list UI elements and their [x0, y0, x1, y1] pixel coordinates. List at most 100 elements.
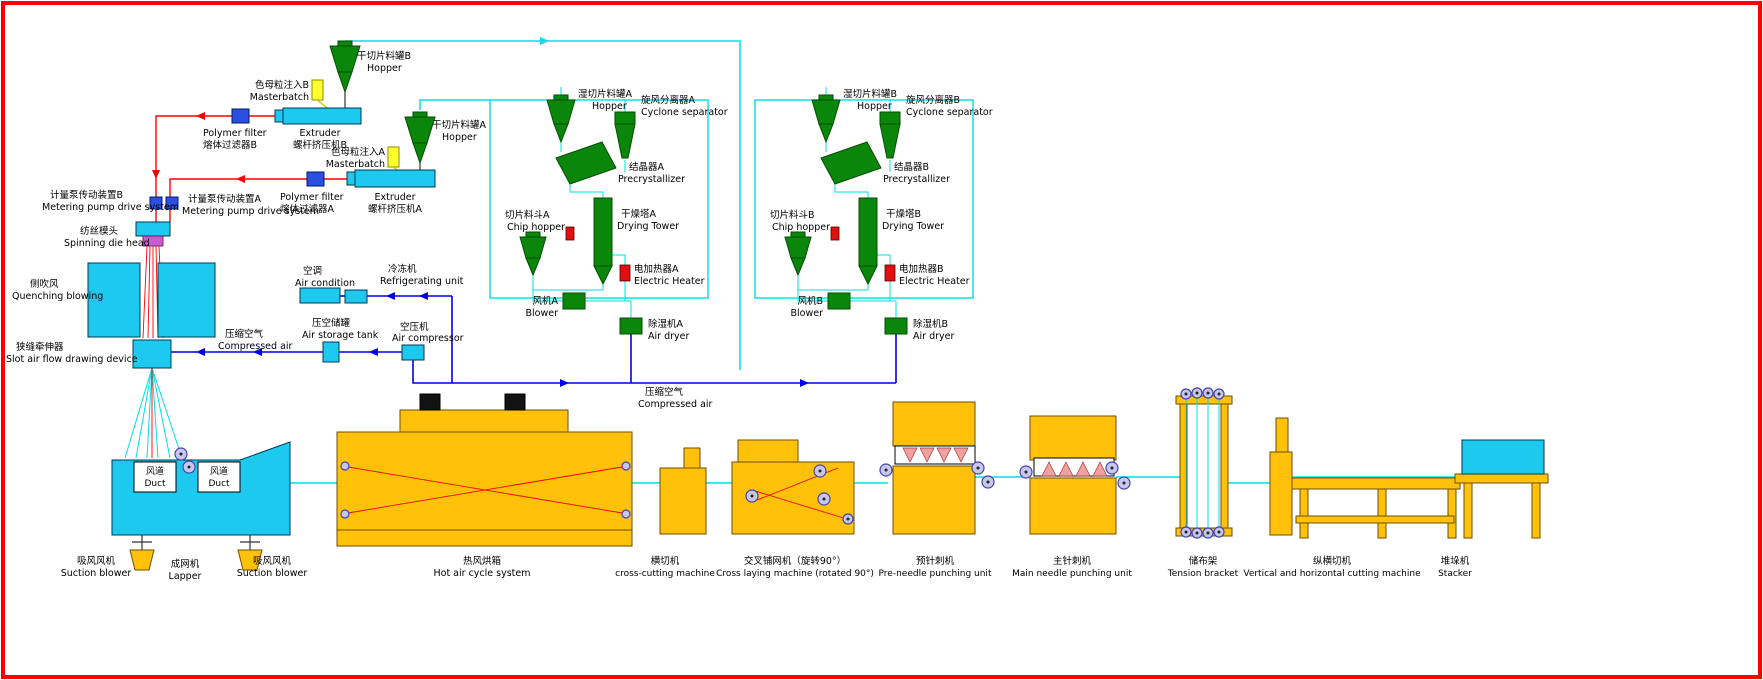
- precrystallizer-b-label-en: Precrystallizer: [883, 174, 950, 185]
- air-compressor: [401, 344, 425, 361]
- air-condition-label-en: Air condition: [295, 278, 355, 289]
- spinning-die-head-label-en: Spinning die head: [64, 238, 150, 249]
- flow-arrow: [253, 348, 262, 356]
- slot-drawing-label-zh: 狭缝牵伸器: [16, 341, 64, 353]
- flow-arrow: [560, 379, 569, 387]
- hopper-wet-a-label-zh: 湿切片料罐A: [578, 88, 633, 100]
- blower-a: [562, 292, 586, 310]
- polymer-filter-b: [231, 108, 250, 124]
- flow-arrow: [196, 348, 205, 356]
- cross-cutting-label-zh: 横切机: [651, 555, 680, 567]
- duct-left-box: [133, 461, 177, 493]
- system-b-enclosure: [754, 99, 974, 299]
- tension-bracket-label-en: Tension bracket: [1167, 569, 1239, 579]
- web-path-line: [290, 476, 1462, 484]
- air-dryer-b: [884, 317, 908, 335]
- crystallizing-system-b: [754, 94, 974, 335]
- flow-arrow: [386, 292, 395, 300]
- flow-arrow: [196, 112, 205, 120]
- oven-body: [336, 431, 633, 531]
- cutting-machine: [1269, 417, 1461, 539]
- drying-tower-a-label-zh: 干燥塔A: [621, 208, 657, 220]
- air-dryer-a-label-en: Air dryer: [648, 331, 689, 342]
- cyclone-separator-a: [614, 111, 636, 159]
- main-needle-punching-unit: [1019, 415, 1131, 535]
- suction-blower-left-unit: [129, 549, 155, 571]
- drying-tower-b: [858, 197, 878, 286]
- air-compressor-label-zh: 空压机: [400, 321, 429, 333]
- compressed-air-left-label-zh: 压缩空气: [225, 328, 264, 340]
- electric-heater-b: [884, 264, 896, 282]
- air-dryer-b-label-en: Air dryer: [913, 331, 954, 342]
- cutting-machine-label-en: Vertical and horizontal cutting machine: [1243, 569, 1421, 579]
- precrystallizer-b-label-zh: 结晶器B: [894, 161, 929, 173]
- slot-drawing-label-en: Slot air flow drawing device: [6, 354, 138, 365]
- polymer-filter-a-label-en: Polymer filter: [280, 192, 344, 203]
- valve-a: [565, 226, 575, 241]
- air-storage-tank: [322, 341, 340, 363]
- suction-blower-right-label-en: Suction blower: [237, 568, 308, 579]
- cross-cutting-label-en: cross-cutting machine: [615, 569, 715, 579]
- chip-hopper-b: [784, 231, 812, 277]
- suction-blower-right-unit: [237, 549, 263, 571]
- compressed-air-left-label-en: Compressed air: [218, 341, 293, 352]
- spinning-die-head-label-zh: 纺丝模头: [80, 225, 118, 237]
- hopper-cone: [412, 142, 428, 165]
- cutting-table: [1291, 477, 1461, 490]
- air-storage-tank-label-zh: 压空储罐: [312, 317, 351, 329]
- wet-chip-hopper-a: [546, 94, 576, 144]
- flow-arrow: [152, 170, 160, 179]
- masterbatch-b-label-en: Masterbatch: [250, 92, 309, 103]
- hopper-wet-b-label-zh: 湿切片料罐B: [843, 88, 897, 100]
- extruder-b-label-zh: 螺杆挤压机B: [293, 139, 347, 151]
- pre-needle-label-en: Pre-needle punching unit: [879, 569, 992, 579]
- tension-bracket-label-zh: 储布架: [1189, 555, 1218, 567]
- air-dryer-a-label-zh: 除湿机A: [648, 318, 684, 330]
- blower-a-label-zh: 风机A: [533, 295, 559, 307]
- metering-pump-a: [165, 196, 179, 210]
- stacker-label-en: Stacker: [1438, 569, 1472, 579]
- quench-box-right: [157, 262, 216, 338]
- flow-arrow: [236, 175, 245, 183]
- drying-tower-b-label-en: Drying Tower: [882, 221, 944, 232]
- hopper-dry-b-label-en: Hopper: [367, 63, 402, 74]
- polymer-filter-b-label-zh: 熔体过滤器B: [203, 139, 257, 151]
- hopper-dry-a-label-en: Hopper: [442, 132, 477, 143]
- refrigerating-unit-label-en: Refrigerating unit: [380, 276, 464, 287]
- oven-motor: [504, 393, 526, 411]
- hopper-body: [329, 45, 361, 73]
- pre-needle-label-zh: 预针刺机: [916, 555, 955, 567]
- blower-b: [827, 292, 851, 310]
- hopper-dry-b-label-zh: 干切片料罐B: [357, 50, 411, 62]
- blower-b-label-zh: 风机B: [797, 295, 823, 307]
- lapper-label-zh: 成网机: [171, 558, 200, 570]
- filament-fan: [124, 367, 183, 459]
- drying-tower-a-label-en: Drying Tower: [617, 221, 679, 232]
- tension-bracket: [1175, 387, 1233, 539]
- stacker-label-zh: 堆垛机: [1441, 555, 1470, 567]
- cyclone-separator-b: [879, 111, 901, 159]
- masterbatch-b-injector: [311, 79, 331, 111]
- hopper-cone: [337, 71, 353, 94]
- precrystallizer-b: [820, 141, 882, 185]
- hopper-body: [404, 116, 436, 144]
- compressed-air-main-label-zh: 压缩空气: [645, 386, 684, 398]
- pre-needle-punching-unit: [879, 401, 995, 535]
- dry-chip-hopper-b: [329, 40, 361, 108]
- electric-heater-a: [619, 264, 631, 282]
- precrystallizer-a-label-zh: 结晶器A: [629, 161, 665, 173]
- quenching-blowing-label-en: Quenching blowing: [12, 291, 103, 302]
- air-condition-label-zh: 空调: [303, 265, 322, 277]
- air-compressor-label-en: Air compressor: [392, 333, 464, 344]
- drying-tower-a: [593, 197, 613, 286]
- flow-arrow: [369, 348, 378, 356]
- extruder-b-label-en: Extruder: [299, 128, 340, 139]
- drying-tower-b-label-zh: 干燥塔B: [886, 208, 921, 220]
- suction-blower-left-label-en: Suction blower: [61, 568, 132, 579]
- polymer-filter-a-label-zh: 熔体过滤器A: [280, 203, 335, 215]
- quench-box-left: [87, 262, 141, 338]
- duct-left-label-zh: 风道: [146, 465, 164, 477]
- air-dryer-a: [619, 317, 643, 335]
